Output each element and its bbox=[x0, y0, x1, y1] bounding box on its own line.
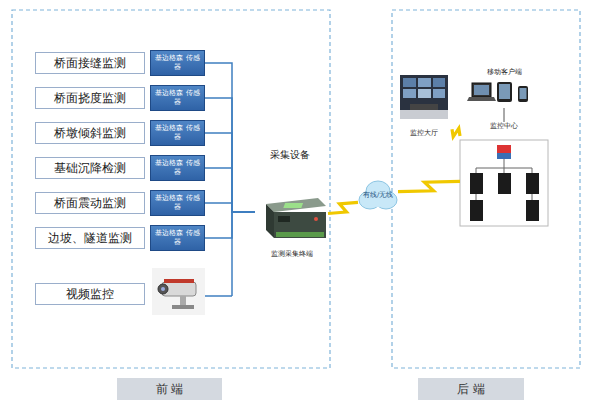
sensor-box: 基边格森 传感器 bbox=[150, 225, 205, 251]
node-text: 边坡、隧道监测 bbox=[48, 231, 132, 246]
node-text: 基边格森 传感器 bbox=[154, 194, 201, 212]
sensor-box: 基边格森 传感器 bbox=[150, 120, 205, 146]
monitor-center: 监控中心 bbox=[460, 122, 548, 226]
wire-connector bbox=[205, 133, 255, 212]
monitor-box: 边坡、隧道监测 bbox=[35, 227, 145, 249]
node-text: 基础沉降检测 bbox=[54, 161, 126, 176]
wire-connector bbox=[205, 63, 255, 212]
terminal-device: 监测采集终端 bbox=[255, 195, 328, 259]
section-band: 前 端 bbox=[117, 378, 222, 400]
node-text: 基边格森 传感器 bbox=[154, 89, 201, 107]
wire-connector bbox=[205, 203, 255, 212]
wire-connector bbox=[205, 168, 255, 212]
sensor-box: 基边格森 传感器 bbox=[150, 85, 205, 111]
monitor-box: 桥面挠度监测 bbox=[35, 87, 145, 109]
wire-connector bbox=[205, 212, 255, 238]
node-text: 桥面接缝监测 bbox=[54, 56, 126, 71]
terminal-illustration bbox=[266, 198, 326, 238]
monitor-box: 桥墩倾斜监测 bbox=[35, 122, 145, 144]
mobile-client: 移动客户端 bbox=[468, 68, 540, 108]
wireless-link bbox=[452, 128, 460, 136]
network-cloud: 有线/无线 bbox=[358, 180, 398, 210]
mobile-devices-illustration bbox=[467, 82, 528, 102]
node-text: 基边格森 传感器 bbox=[154, 54, 201, 72]
node-text: 基边格森 传感器 bbox=[154, 124, 201, 142]
monitor-box: 视频监控 bbox=[35, 283, 145, 305]
wire-connector bbox=[504, 108, 505, 122]
monitor-box: 桥面接缝监测 bbox=[35, 52, 145, 74]
free-label: 采集设备 bbox=[270, 148, 310, 162]
front-frame bbox=[12, 10, 330, 368]
video-wall-illustration bbox=[400, 75, 448, 119]
node-text: 移动客户端 bbox=[487, 68, 522, 77]
node-text: 有线/无线 bbox=[363, 191, 393, 200]
server-room-illustration bbox=[460, 140, 548, 226]
node-text: 桥面震动监测 bbox=[54, 196, 126, 211]
node-text: 基边格森 传感器 bbox=[154, 159, 201, 177]
node-text: 桥墩倾斜监测 bbox=[54, 126, 126, 141]
node-text: 视频监控 bbox=[66, 287, 114, 302]
wireless-link bbox=[398, 181, 460, 191]
monitor-hall: 监控大厅 bbox=[396, 72, 452, 138]
camera-illustration bbox=[152, 268, 205, 315]
bus-wire bbox=[231, 212, 233, 296]
node-text: 桥面挠度监测 bbox=[54, 91, 126, 106]
node-text: 监测采集终端 bbox=[271, 250, 313, 259]
wireless-link bbox=[328, 202, 358, 213]
node-text: 监控中心 bbox=[490, 122, 518, 131]
sensor-box: 基边格森 传感器 bbox=[150, 190, 205, 216]
section-band: 后 端 bbox=[418, 378, 524, 400]
monitor-box: 桥面震动监测 bbox=[35, 192, 145, 214]
wire-connector bbox=[205, 98, 255, 212]
sensor-box: 基边格森 传感器 bbox=[150, 155, 205, 181]
node-text: 基边格森 传感器 bbox=[154, 229, 201, 247]
node-text: 前 端 bbox=[156, 381, 184, 398]
sensor-box: 基边格森 传感器 bbox=[150, 50, 205, 76]
monitor-box: 基础沉降检测 bbox=[35, 157, 145, 179]
cloud-illustration bbox=[359, 181, 397, 209]
camera-wire bbox=[205, 295, 232, 297]
node-text: 监控大厅 bbox=[410, 129, 438, 138]
back-frame bbox=[392, 10, 580, 368]
node-text: 后 端 bbox=[457, 381, 485, 398]
